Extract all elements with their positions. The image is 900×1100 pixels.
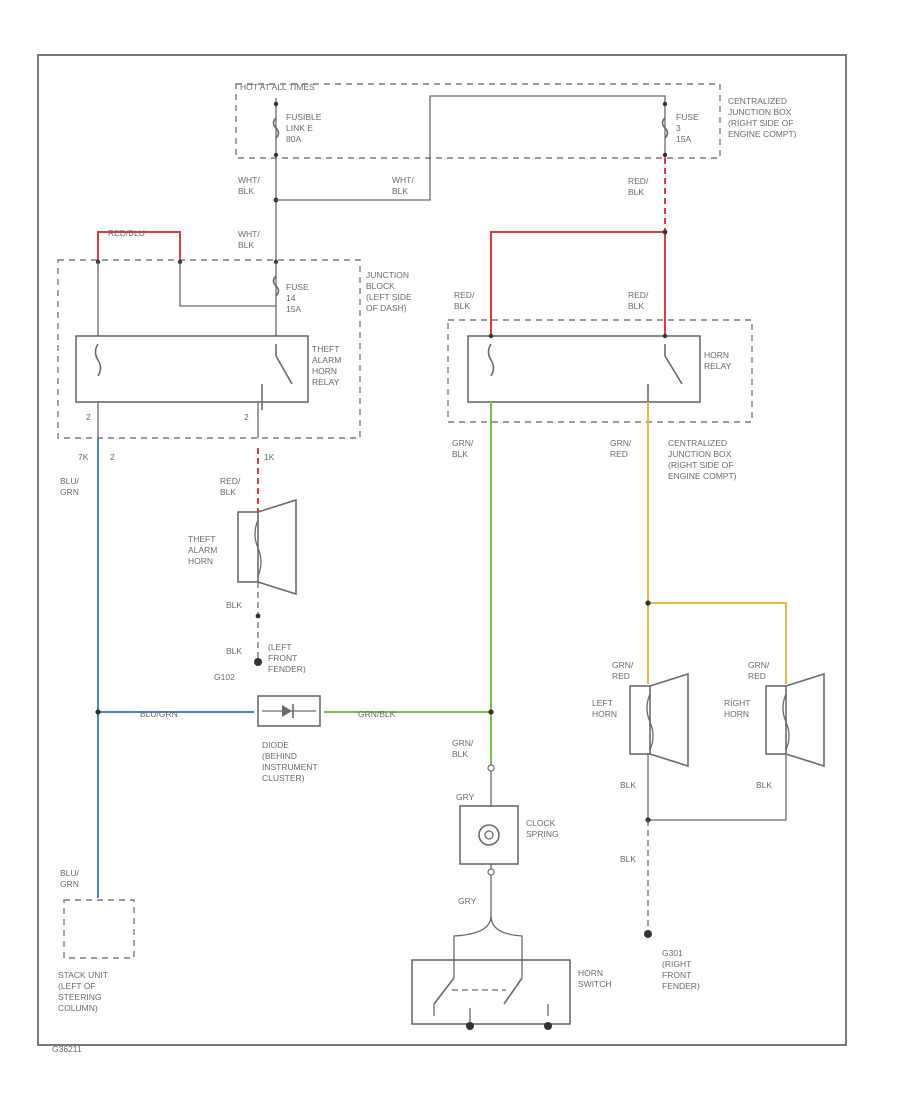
stack-unit — [63, 899, 135, 959]
svg-text:BLK: BLK — [226, 646, 242, 656]
theft-alarm-horn — [237, 498, 297, 596]
red-blu-wire-label: RED/BLU — [108, 228, 145, 238]
ground-g102 — [254, 658, 262, 666]
svg-text:RED/BLK: RED/BLK — [628, 176, 649, 197]
svg-text:GRN/RED: GRN/RED — [748, 660, 770, 681]
svg-text:G102: G102 — [214, 672, 235, 682]
svg-text:GRN/RED: GRN/RED — [610, 438, 632, 459]
svg-text:2: 2 — [110, 452, 115, 462]
svg-text:BLK: BLK — [226, 600, 242, 610]
svg-text:WHT/BLK: WHT/BLK — [238, 175, 260, 196]
svg-text:GRN/BLK: GRN/BLK — [452, 738, 474, 759]
diagram-border — [37, 54, 847, 1046]
hot-at-all-times-label: HOT AT ALL TIMES — [240, 82, 315, 92]
svg-text:WHT/BLK: WHT/BLK — [238, 229, 260, 250]
svg-text:BLU/GRN: BLU/GRN — [60, 476, 80, 497]
svg-text:BLU/GRN: BLU/GRN — [60, 868, 80, 889]
svg-text:7K: 7K — [78, 452, 89, 462]
diode — [257, 695, 321, 727]
svg-text:2: 2 — [86, 412, 91, 422]
theft-alarm-horn-relay — [75, 335, 309, 403]
left-horn — [629, 672, 689, 768]
svg-text:RED/BLK: RED/BLK — [628, 290, 649, 311]
figure-code: G36211 — [52, 1044, 82, 1054]
svg-text:2: 2 — [244, 412, 249, 422]
svg-text:1K: 1K — [264, 452, 275, 462]
grn-blk-wire-label: GRN/BLK — [358, 709, 396, 719]
svg-text:RED/BLK: RED/BLK — [220, 476, 241, 497]
svg-text:RED/BLK: RED/BLK — [454, 290, 475, 311]
svg-text:GRN/BLK: GRN/BLK — [452, 438, 474, 459]
svg-text:GRY: GRY — [458, 896, 477, 906]
horn-relay — [467, 335, 701, 403]
horn-switch — [411, 959, 571, 1030]
svg-text:BLK: BLK — [620, 854, 636, 864]
right-horn — [765, 672, 825, 768]
ground-g301 — [644, 930, 652, 938]
clock-spring — [459, 805, 519, 865]
svg-text:BLK: BLK — [756, 780, 772, 790]
svg-text:GRN/RED: GRN/RED — [612, 660, 634, 681]
blu-grn-wire-label: BLU/GRN — [140, 709, 178, 719]
svg-text:GRY: GRY — [456, 792, 475, 802]
svg-text:BLK: BLK — [620, 780, 636, 790]
svg-text:WHT/BLK: WHT/BLK — [392, 175, 414, 196]
